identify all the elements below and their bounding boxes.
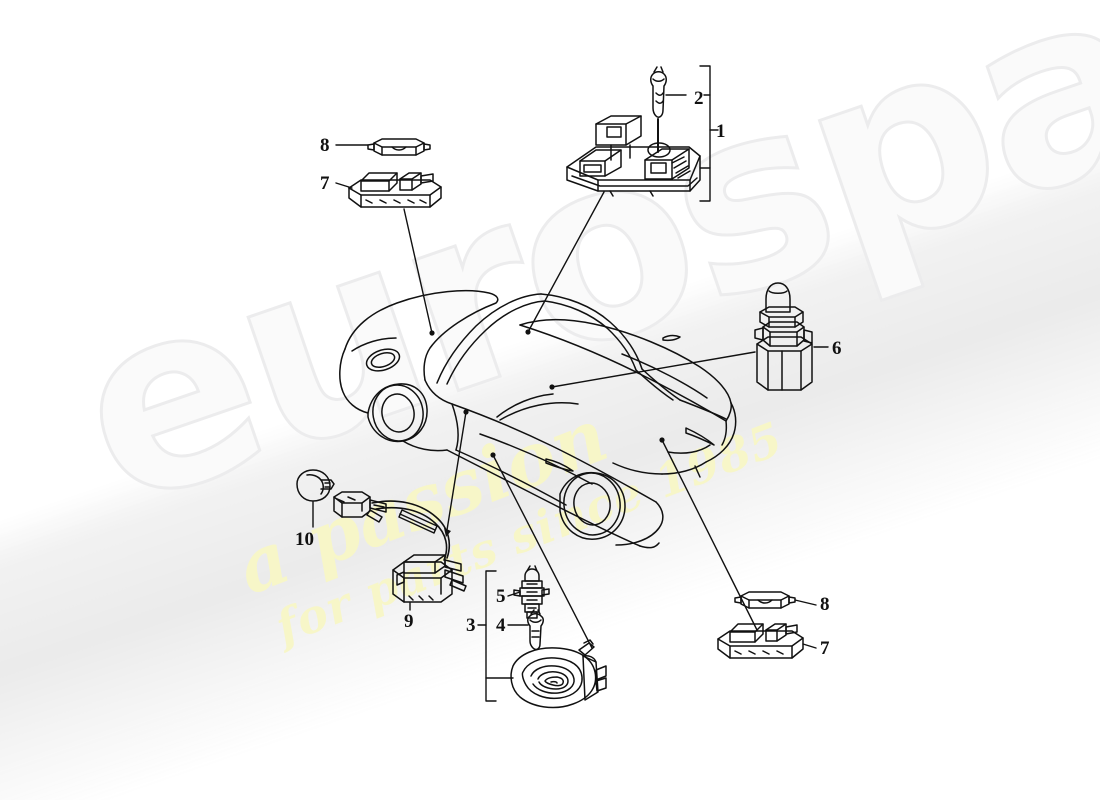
callout-number-5: 5 [496,586,506,607]
callout-number-6: 6 [832,338,842,359]
callout-number-2: 2 [694,88,704,109]
callout-number-4: 4 [496,615,506,636]
part-switch-with-bulb [754,282,813,391]
part-door-light-left [348,138,442,208]
leader-lines [312,65,829,702]
callout-number-10: 10 [295,529,314,550]
part-luggage-light-group [510,565,607,709]
car-body-outline [339,289,737,549]
callout-number-8-right: 8 [820,594,830,615]
callout-number-7-left: 7 [320,173,330,194]
callout-number-1: 1 [716,121,726,142]
part-light-with-lead-and-grommet [296,469,467,603]
callout-number-9: 9 [404,611,414,632]
callout-number-8-left: 8 [320,135,330,156]
callout-number-3: 3 [466,615,476,636]
callout-number-7-right: 7 [820,638,830,659]
part-interior-light-assembly [566,66,701,197]
part-door-light-right [717,591,804,659]
